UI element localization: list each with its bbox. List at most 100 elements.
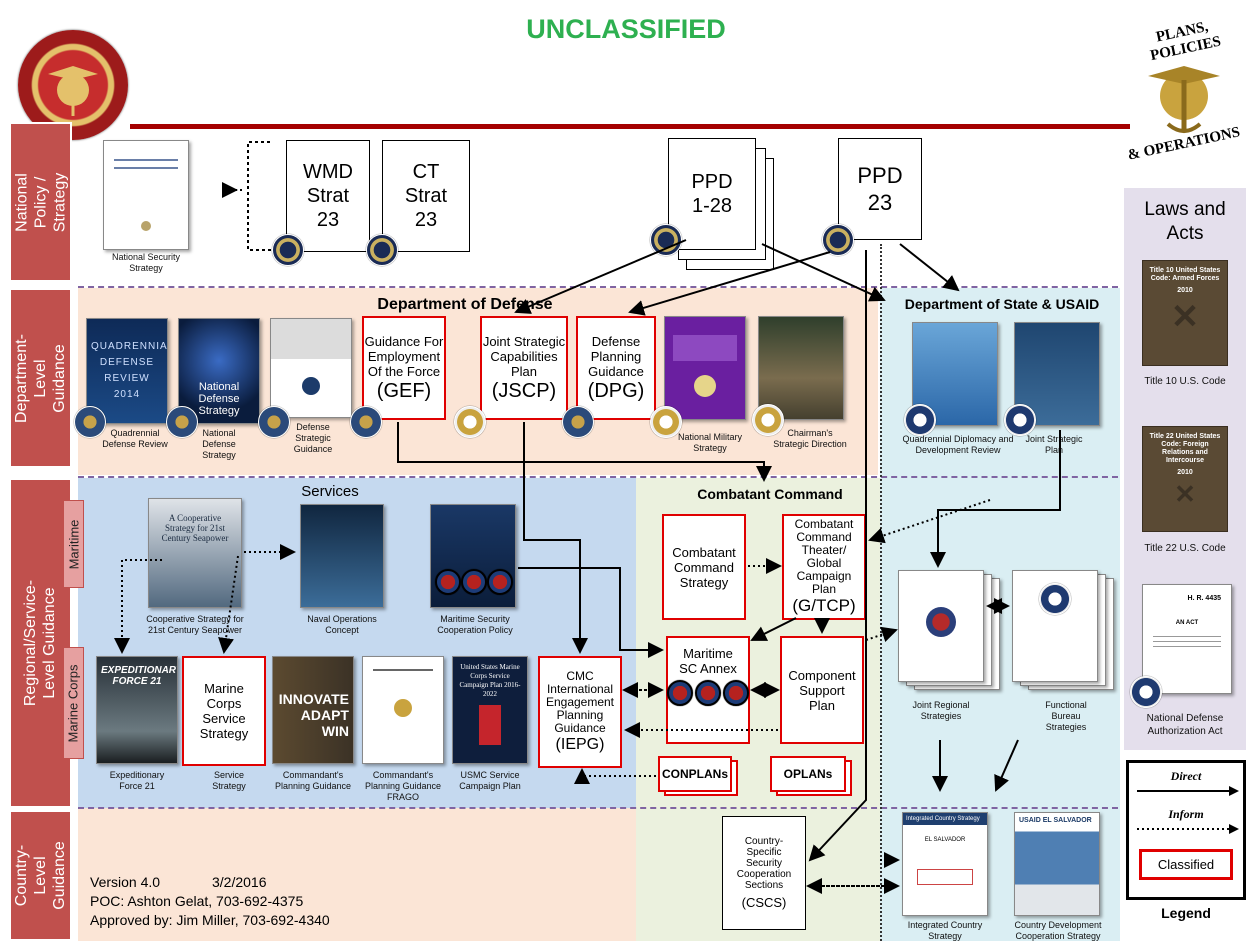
ppd128-presidential-seal [650, 224, 682, 256]
csp-box[interactable]: Component Support Plan [780, 636, 864, 744]
dsg-cover[interactable] [270, 318, 352, 418]
row-label-national: National Policy / Strategy [9, 122, 72, 282]
title-22-book-text: Title 22 United States Code: Foreign Rel… [1149, 433, 1221, 464]
jscp-box[interactable]: Joint Strategic Capabilities Plan (JSCP) [480, 316, 568, 420]
title-10-book[interactable]: Title 10 United States Code: Armed Force… [1142, 260, 1228, 366]
jrs-cover[interactable] [898, 570, 984, 682]
cpg-cover-text: INNOVATE ADAPT WIN [278, 691, 349, 739]
nds-cover[interactable]: National Defense Strategy [178, 318, 260, 424]
department-of-navy-seal [18, 30, 128, 140]
cocom-header: Combatant Command [697, 486, 843, 502]
wmd-presidential-seal [272, 234, 304, 266]
ppd-divider [880, 244, 882, 941]
ccs-box[interactable]: Combatant Command Strategy [662, 514, 746, 620]
fbs-cover[interactable] [1012, 570, 1098, 682]
ef21-caption: Expeditionary Force 21 [109, 770, 165, 791]
services-header: Services [301, 483, 359, 500]
gef-box[interactable]: Guidance For Employment Of the Force (GE… [362, 316, 446, 420]
jrs-caption: Joint Regional Strategies [912, 700, 970, 721]
plans-policies-operations-logo: PLANS, POLICIES & OPERATIONS [1118, 18, 1248, 168]
msc-emblem-navy [667, 680, 693, 706]
qdr-caption: Quadrennial Defense Review [102, 428, 168, 449]
ndaa-seal [1130, 676, 1162, 708]
ppd23-presidential-seal [822, 224, 854, 256]
row-label-regional: Regional/Service-Level Guidance [9, 478, 72, 808]
cs21-cover-text: A Cooperative Strategy for 21st Century … [161, 513, 229, 543]
ics-cover-title: Integrated Country Strategy [903, 813, 987, 825]
msc-annex-label: Maritime SC Annex [679, 646, 737, 676]
nms-caption: National Military Strategy [677, 432, 743, 453]
cdcs-cover[interactable]: USAID EL SALVADOR [1014, 812, 1100, 916]
state-header: Department of State & USAID [904, 296, 1100, 312]
ef21-cover[interactable]: EXPEDITIONARY FORCE 21 [96, 656, 178, 764]
qdr-cover[interactable]: QUADRENNIAL DEFENSE REVIEW 2014 [86, 318, 168, 424]
ndaa-document[interactable]: H. R. 4435 AN ACT [1142, 584, 1232, 694]
cs21-cover[interactable]: A Cooperative Strategy for 21st Century … [148, 498, 242, 608]
row-label-country: Country-Level Guidance [9, 810, 72, 941]
gtcp-label: Combatant Command Theater/ Global Campai… [794, 517, 854, 596]
cpg-cover[interactable]: INNOVATE ADAPT WIN [272, 656, 354, 764]
separator-department [78, 476, 1118, 478]
nms-cover[interactable] [664, 316, 746, 420]
ics-cover[interactable]: Integrated Country Strategy EL SALVADOR [902, 812, 988, 916]
sublabel-maritime: Maritime [63, 500, 84, 588]
row-label-department: Department-Level Guidance [9, 288, 72, 468]
dpg-box[interactable]: Defense Planning Guidance (DPG) [576, 316, 656, 420]
cscs-box[interactable]: Country-Specific Security Cooperation Se… [722, 816, 806, 930]
dsg-dod-seal [258, 406, 290, 438]
ics-cover-country: EL SALVADOR [924, 837, 966, 843]
noc-cover[interactable] [300, 504, 384, 608]
title-10-book-year: 2010 [1177, 287, 1193, 294]
ct-strat-23-box[interactable]: CT Strat 23 [382, 140, 470, 252]
scp-cover[interactable]: United States Marine Corps Service Campa… [452, 656, 528, 764]
sublabel-marine-corps-text: Marine Corps [66, 663, 81, 743]
title-22-book[interactable]: Title 22 United States Code: Foreign Rel… [1142, 426, 1228, 532]
wmd-strat-23-box[interactable]: WMD Strat 23 [286, 140, 370, 252]
ppd-1-28-box[interactable]: PPD 1-28 [668, 138, 756, 250]
jscp-jcs-seal [454, 406, 486, 438]
mcss-box[interactable]: Marine Corps Service Strategy [182, 656, 266, 766]
fbs-state-seal [1039, 583, 1071, 615]
eagle-globe-anchor-icon [48, 66, 98, 116]
jscp-abbr: (JSCP) [491, 379, 557, 402]
qdr-dod-seal [74, 406, 106, 438]
cscs-label: Country-Specific Security Cooperation Se… [736, 835, 792, 891]
iepg-label: CMC International Engagement Planning Gu… [545, 668, 615, 735]
ppd-23-box[interactable]: PPD 23 [838, 138, 922, 240]
ss-caption: Service Strategy [212, 770, 246, 791]
eagle-globe-anchor-gold-icon [1148, 66, 1220, 133]
gtcp-box[interactable]: Combatant Command Theater/ Global Campai… [782, 514, 866, 620]
nss-caption: National Security Strategy [111, 252, 181, 273]
title-22-caption: Title 22 U.S. Code [1144, 543, 1226, 554]
arrow-ppd23-state [899, 243, 960, 292]
conplans-box[interactable]: CONPLANs [658, 756, 732, 792]
frago-cover[interactable] [362, 656, 444, 764]
msc-annex-box[interactable]: Maritime SC Annex [666, 636, 750, 744]
cscs-abbr: (CSCS) [741, 894, 787, 910]
cdcs-cover-title: USAID EL SALVADOR [1019, 817, 1092, 824]
title-22-x-icon: ✕ [1174, 479, 1196, 509]
legend-inform-arrow [1137, 824, 1239, 834]
qdr-cover-text: QUADRENNIAL DEFENSE REVIEW 2014 [91, 341, 168, 400]
cs21-caption: Cooperative Strategy for 21st Century Se… [146, 614, 244, 635]
classification-banner: UNCLASSIFIED [526, 14, 726, 44]
title-10-book-text: Title 10 United States Code: Armed Force… [1149, 267, 1221, 282]
iepg-box[interactable]: CMC International Engagement Planning Gu… [538, 656, 622, 768]
ct-presidential-seal [366, 234, 398, 266]
mscp-cover[interactable] [430, 504, 516, 608]
footer-poc: POC: Ashton Gelat, 703-692-4375 [90, 893, 304, 909]
ndaa-caption: National Defense Authorization Act [1146, 713, 1224, 737]
footer-version: Version 4.0 [90, 874, 161, 890]
dsg-caption: Defense Strategic Guidance [293, 422, 333, 454]
row-label-national-text: National Policy / Strategy [13, 172, 69, 232]
qddr-state-seal [904, 404, 936, 436]
ndaa-doc-sub: AN ACT [1175, 620, 1199, 626]
nds-cover-text: National Defense Strategy [198, 381, 240, 417]
laws-title: Laws and Acts [1144, 199, 1226, 244]
row-label-department-text: Department-Level Guidance [13, 333, 69, 423]
legend-direct-arrow [1137, 786, 1239, 796]
csd-caption: Chairman's Strategic Direction [773, 428, 847, 449]
nss-cover[interactable] [103, 140, 189, 250]
oplans-box[interactable]: OPLANs [770, 756, 846, 792]
legend-box: Direct Inform Classified [1126, 760, 1246, 900]
